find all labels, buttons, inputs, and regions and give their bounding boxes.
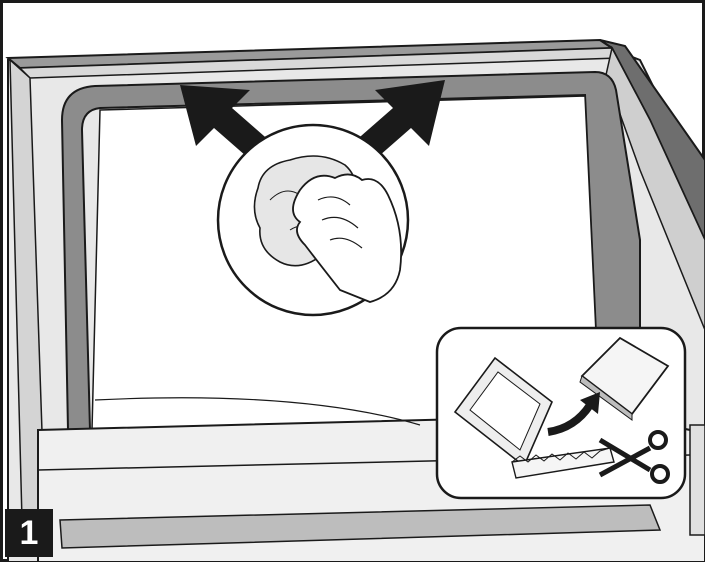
step-number-badge: 1 [5, 509, 53, 557]
hand-wiping-cloth-icon [218, 125, 408, 315]
door-handle-edge [690, 425, 705, 535]
